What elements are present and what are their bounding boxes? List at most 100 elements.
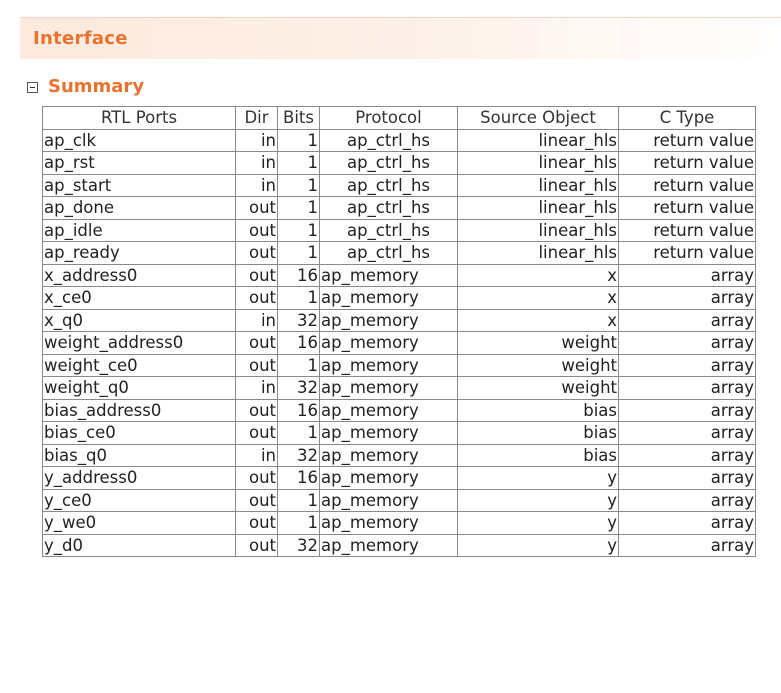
source-object-cell: linear_hls [457, 218, 619, 242]
dir-cell: out [235, 241, 278, 265]
protocol-cell: ap_memory [319, 286, 458, 310]
table-header-row: RTL Ports Dir Bits Protocol Source Objec… [42, 106, 756, 130]
column-header-dir: Dir [235, 106, 278, 130]
port-name-cell: weight_address0 [42, 331, 236, 355]
dir-cell: in [235, 173, 278, 197]
protocol-cell: ap_memory [319, 331, 458, 355]
source-object-cell: x [457, 263, 619, 287]
port-name-cell: y_d0 [42, 533, 236, 557]
dir-cell: out [235, 421, 278, 445]
c-type-cell: array [618, 421, 756, 445]
bits-cell: 16 [277, 398, 320, 422]
c-type-cell: array [618, 353, 756, 377]
dir-cell: in [235, 443, 278, 467]
c-type-cell: return value [618, 173, 756, 197]
bits-cell: 1 [277, 241, 320, 265]
port-name-cell: ap_ready [42, 241, 236, 265]
c-type-cell: return value [618, 241, 756, 265]
source-object-cell: linear_hls [457, 151, 619, 175]
protocol-cell: ap_memory [319, 308, 458, 332]
protocol-cell: ap_ctrl_hs [319, 173, 458, 197]
dir-cell: out [235, 533, 278, 557]
column-header-protocol: Protocol [319, 106, 458, 130]
protocol-cell: ap_memory [319, 263, 458, 287]
source-object-cell: linear_hls [457, 241, 619, 265]
column-header-rtl-ports: RTL Ports [42, 106, 236, 130]
c-type-cell: array [618, 443, 756, 467]
port-name-cell: y_address0 [42, 466, 236, 490]
bits-cell: 1 [277, 421, 320, 445]
summary-label: Summary [48, 75, 145, 97]
source-object-cell: bias [457, 421, 619, 445]
bits-cell: 1 [277, 218, 320, 242]
dir-cell: out [235, 196, 278, 220]
protocol-cell: ap_memory [319, 398, 458, 422]
dir-cell: out [235, 331, 278, 355]
bits-cell: 1 [277, 511, 320, 535]
column-header-source-object: Source Object [457, 106, 619, 130]
dir-cell: out [235, 218, 278, 242]
port-name-cell: x_address0 [42, 263, 236, 287]
protocol-cell: ap_ctrl_hs [319, 196, 458, 220]
protocol-cell: ap_memory [319, 353, 458, 377]
bits-cell: 16 [277, 263, 320, 287]
protocol-cell: ap_ctrl_hs [319, 241, 458, 265]
port-name-cell: ap_clk [42, 128, 236, 152]
dir-cell: out [235, 511, 278, 535]
bits-cell: 1 [277, 488, 320, 512]
source-object-cell: weight [457, 376, 619, 400]
source-object-cell: bias [457, 443, 619, 467]
dir-cell: out [235, 286, 278, 310]
dir-cell: in [235, 376, 278, 400]
port-name-cell: weight_ce0 [42, 353, 236, 377]
c-type-cell: return value [618, 218, 756, 242]
column-header-c-type: C Type [618, 106, 756, 130]
protocol-cell: ap_ctrl_hs [319, 128, 458, 152]
port-name-cell: bias_ce0 [42, 421, 236, 445]
bits-cell: 32 [277, 376, 320, 400]
c-type-cell: array [618, 466, 756, 490]
bits-cell: 1 [277, 353, 320, 377]
rtl-ports-table: RTL Ports Dir Bits Protocol Source Objec… [42, 106, 756, 557]
port-name-cell: ap_start [42, 173, 236, 197]
source-object-cell: x [457, 308, 619, 332]
c-type-cell: return value [618, 128, 756, 152]
c-type-cell: array [618, 488, 756, 512]
port-name-cell: y_we0 [42, 511, 236, 535]
c-type-cell: array [618, 263, 756, 287]
source-object-cell: weight [457, 331, 619, 355]
port-name-cell: ap_done [42, 196, 236, 220]
dir-cell: in [235, 151, 278, 175]
c-type-cell: array [618, 286, 756, 310]
collapse-icon[interactable] [27, 82, 38, 93]
c-type-cell: return value [618, 196, 756, 220]
source-object-cell: linear_hls [457, 173, 619, 197]
interface-section-header: Interface [20, 17, 781, 59]
bits-cell: 1 [277, 196, 320, 220]
dir-cell: out [235, 263, 278, 287]
bits-cell: 32 [277, 443, 320, 467]
dir-cell: in [235, 128, 278, 152]
source-object-cell: y [457, 466, 619, 490]
source-object-cell: y [457, 511, 619, 535]
c-type-cell: array [618, 533, 756, 557]
port-name-cell: weight_q0 [42, 376, 236, 400]
protocol-cell: ap_ctrl_hs [319, 151, 458, 175]
port-name-cell: bias_q0 [42, 443, 236, 467]
section-title: Interface [33, 28, 128, 49]
bits-cell: 1 [277, 151, 320, 175]
